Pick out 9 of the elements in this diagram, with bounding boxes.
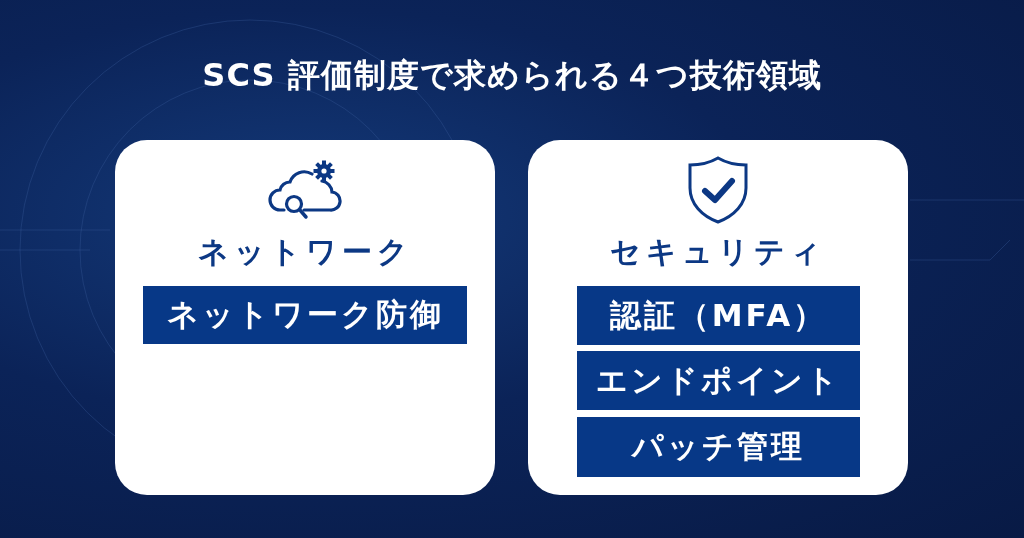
category-heading: セキュリティ [610,234,826,269]
category-card [115,140,495,495]
topic-banner: パッチ管理 [577,417,860,477]
category-heading: ネットワーク [197,234,413,269]
topic-banner: 認証（MFA） [577,286,860,345]
category-card [528,140,908,495]
topic-banner: ネットワーク防御 [143,286,467,344]
diagram-title: SCS 評価制度で求められる４つ技術領域 [202,56,822,94]
topic-banner: エンドポイント [577,351,860,410]
